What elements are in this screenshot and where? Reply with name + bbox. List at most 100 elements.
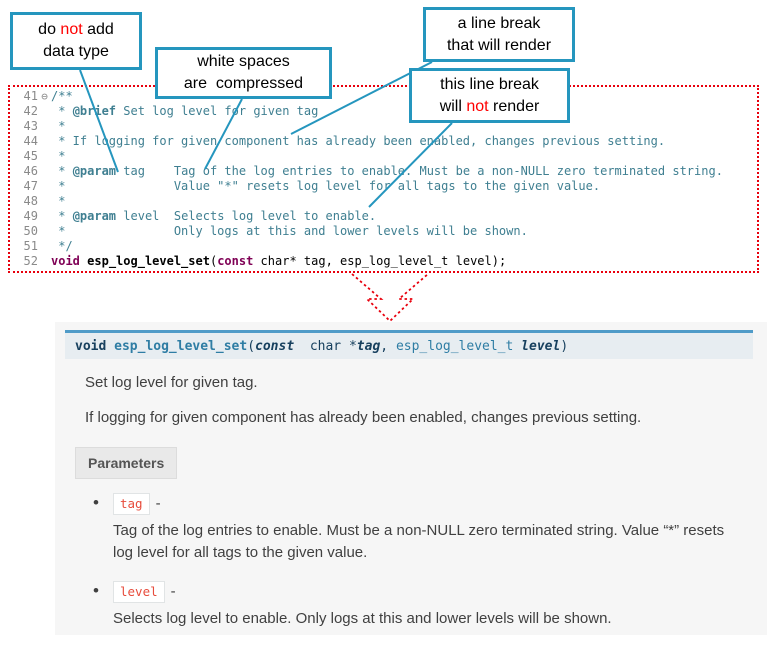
signature-segment: ( — [247, 339, 256, 354]
line-number: 47 — [23, 179, 38, 193]
callout-text-red: not — [466, 97, 489, 115]
code-line: 44 * If logging for given component has … — [16, 134, 723, 149]
fold-marker-icon[interactable]: ⊖ — [41, 90, 48, 103]
parameters-label: Parameters — [75, 446, 178, 479]
signature-segment: esp_log_level_set — [114, 339, 248, 354]
parameter-head: tag- — [113, 492, 755, 515]
code-segment: tag Tag of the log entries to enable. Mu… — [116, 164, 723, 178]
code-segment: const — [217, 254, 254, 268]
code-segment: * Value "*" resets log level for all tag… — [51, 179, 601, 193]
code-segment: */ — [51, 239, 73, 253]
code-line: 45 * — [16, 149, 723, 164]
code-line: 48 * — [16, 194, 723, 209]
code-segment: * — [51, 119, 66, 133]
parameter-head: level- — [113, 580, 755, 604]
signature-segment: esp_log_level_t — [395, 339, 522, 354]
signature-segment: tag — [356, 339, 381, 354]
fold-spacer — [38, 104, 51, 119]
line-number: 51 — [23, 239, 38, 253]
parameters-list: •tag-Tag of the log entries to enable. M… — [85, 492, 755, 631]
callout-text: data type — [43, 43, 109, 60]
code-line: 42 * @brief Set log level for given tag — [16, 104, 723, 119]
code-text: * — [51, 119, 65, 134]
param-name-chip: level — [113, 580, 165, 604]
line-number: 42 — [23, 104, 38, 118]
code-editor: 41⊖/**42 * @brief Set log level for give… — [8, 85, 759, 273]
callout-text: that will render — [446, 36, 552, 54]
code-line: 41⊖/** — [16, 89, 723, 104]
code-text: /** — [51, 89, 73, 104]
callout-break-render: a line break that will render — [423, 7, 575, 62]
callout-text: do — [38, 21, 61, 39]
callout-text: are compressed — [183, 75, 304, 92]
code-text: void esp_log_level_set(const char* tag, … — [51, 254, 506, 269]
callout-text: add — [82, 21, 114, 39]
callout-text: a line break — [457, 14, 541, 32]
bullet-marker: • — [93, 492, 99, 512]
callout-whitespace: white spaces are compressed — [155, 47, 332, 99]
code-lines: 41⊖/**42 * @brief Set log level for give… — [16, 89, 723, 269]
callout-text: will not render — [440, 96, 540, 118]
callout-text: do not add — [38, 19, 114, 41]
parameter-content: tag- Tag of the log entries to enable. Mu… — [113, 492, 755, 565]
param-name-chip: tag — [113, 492, 150, 515]
line-number: 50 — [23, 224, 38, 238]
render-arrow — [351, 273, 429, 323]
code-segment: * — [51, 194, 66, 208]
parameter-item: • tag- Tag of the log entries to enable. M… — [93, 492, 755, 565]
signature-segment: const — [255, 339, 295, 354]
signature-segment: ) — [560, 339, 569, 354]
code-segment: @param — [72, 164, 117, 178]
param-description: Selects log level to enable. Only logs a… — [113, 610, 612, 628]
code-segment: * — [51, 209, 73, 223]
fold-spacer — [38, 254, 51, 269]
code-text: * If logging for given component has alr… — [51, 134, 665, 149]
code-text: */ — [51, 239, 73, 254]
code-text: * — [51, 149, 65, 164]
signature-segment: , — [380, 339, 396, 354]
line-number: 46 — [23, 164, 38, 178]
code-text: * Only logs at this and lower levels wil… — [51, 224, 528, 239]
code-segment: * — [51, 149, 66, 163]
code-segment: * — [51, 104, 73, 118]
rendered-docs: void esp_log_level_set(const char *tag, … — [55, 322, 767, 635]
signature-segment: level — [521, 339, 561, 354]
code-text: * @param tag Tag of the log entries to e… — [51, 164, 723, 179]
bullet-marker: • — [93, 580, 99, 600]
code-text: * Value "*" resets log level for all tag… — [51, 179, 600, 194]
fold-spacer — [38, 209, 51, 224]
parameter-item: • level- Selects log level to enable. Only… — [93, 580, 755, 631]
callout-text-red: not — [60, 21, 83, 39]
code-line: 49 * @param level Selects log level to e… — [16, 209, 723, 224]
parameter-content: level- Selects log level to enable. Only … — [113, 580, 755, 631]
code-text: * @brief Set log level for given tag — [51, 104, 318, 119]
code-line: 46 * @param tag Tag of the log entries t… — [16, 164, 723, 179]
doc-paragraph-brief: Set log level for given tag. — [85, 374, 258, 391]
code-segment: Set log level for given tag — [116, 104, 319, 118]
doc-paragraph-detail: If logging for given component has alrea… — [85, 408, 642, 426]
fold-spacer — [38, 224, 51, 239]
code-line: 50 * Only logs at this and lower levels … — [16, 224, 723, 239]
line-number: 43 — [23, 119, 38, 133]
callout-text: this line break — [440, 75, 539, 93]
callout-text: white spaces — [197, 53, 290, 71]
line-number: 45 — [23, 149, 38, 163]
param-dash: - — [155, 494, 161, 512]
code-line: 51 */ — [16, 239, 723, 254]
code-segment: ( — [209, 254, 218, 268]
param-dash: - — [170, 583, 176, 601]
code-segment: @param — [72, 209, 117, 223]
line-number: 48 — [23, 194, 38, 208]
code-line: 47 * Value "*" resets log level for all … — [16, 179, 723, 194]
fold-spacer — [38, 179, 51, 194]
code-segment: void — [51, 254, 80, 268]
callout-text: will — [439, 97, 467, 115]
line-number: 44 — [23, 134, 38, 148]
code-segment: char* tag, esp_log_level_t level); — [253, 254, 507, 268]
function-signature: void esp_log_level_set(const char *tag, … — [65, 330, 753, 359]
code-segment: esp_log_level_set — [87, 254, 210, 268]
param-description: Tag of the log entries to enable. Must b… — [113, 521, 725, 562]
fold-spacer — [38, 194, 51, 209]
fold-spacer — [38, 149, 51, 164]
docs-body: Set log level for given tag. If logging … — [75, 372, 755, 647]
